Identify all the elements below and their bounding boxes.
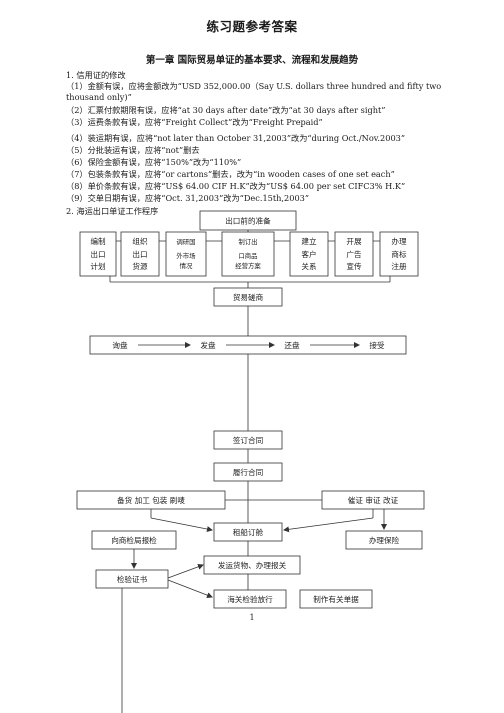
step-inquiry: 询盘 (112, 340, 128, 350)
svg-text:宣传: 宣传 (346, 261, 362, 271)
list-item: （7）包装条款有误，应将“or cartons”删去，改为“in wooden … (66, 169, 395, 179)
svg-text:调研国: 调研国 (176, 237, 195, 246)
section-flow-title: 2. 海运出口单证工作程序 (66, 206, 159, 216)
prep-box-market-research: 调研国 外市场 情况 (165, 231, 207, 277)
list-item: （1）金额有误，应将金额改为“USD 352,000.00（Say U.S. d… (66, 81, 442, 102)
insurance-label: 办理保险 (369, 535, 400, 545)
list-item: （2）汇票付款期限有误，应将“at 30 days after date”改为“… (66, 105, 386, 115)
step-offer: 发盘 (200, 340, 216, 350)
arrow (167, 563, 204, 579)
svg-text:出口: 出口 (132, 249, 147, 259)
prep-box-supply: 组织 出口 货源 (120, 231, 160, 277)
goods-prep-label: 备货 加工 包装 刷唛 (117, 495, 185, 505)
documents-box (299, 589, 373, 609)
list-item: （5）分批装运有误，应将“not”删去 (66, 145, 200, 155)
svg-text:关系: 关系 (301, 261, 317, 271)
svg-text:编制: 编制 (90, 236, 106, 246)
svg-text:计划: 计划 (90, 261, 105, 271)
lc-tasks-label: 催证 审证 改证 (348, 495, 399, 505)
svg-text:广告: 广告 (346, 249, 362, 259)
svg-text:建立: 建立 (301, 236, 317, 246)
contract-label: 签订合同 (233, 435, 263, 445)
certificate-box (95, 569, 169, 589)
shipment-label: 发运货物、办理报关 (218, 560, 287, 570)
list-item: （4）装运期有误，应将“not later than October 31,20… (66, 133, 406, 143)
prep-label: 出口前的准备 (225, 216, 271, 226)
step-counter-offer: 还盘 (284, 340, 300, 350)
prep-box-trademark: 办理 商标 注册 (379, 231, 419, 277)
perform-label: 履行合同 (233, 467, 263, 477)
svg-text:口商品: 口商品 (238, 251, 257, 260)
shipment-box (203, 555, 301, 575)
list-item: （6）保险金额有误，应将“150%”改为“110%” (66, 157, 242, 167)
insurance-box (345, 530, 423, 550)
svg-text:办理: 办理 (391, 236, 407, 246)
customs-release-box (213, 589, 287, 609)
list-item: （9）交单日期有误，应将“Oct. 31,2003”改为“Dec.15th,20… (66, 193, 310, 203)
prep-box-advertising: 开展 广告 宣传 (334, 231, 374, 277)
prep-box-client-relations: 建立 客户 关系 (289, 231, 329, 277)
svg-text:注册: 注册 (391, 261, 407, 271)
svg-text:开展: 开展 (346, 237, 362, 246)
arrow (167, 579, 213, 598)
inspection-apply-label: 向商检局报检 (111, 535, 157, 545)
svg-text:经营方案: 经营方案 (235, 261, 261, 270)
prep-box-plan: 编制 出口 计划 (79, 231, 117, 277)
documents-label: 制作有关单据 (313, 594, 359, 604)
svg-text:出口: 出口 (90, 249, 105, 259)
booking-label: 租船订舱 (233, 527, 264, 537)
svg-text:情况: 情况 (180, 261, 193, 270)
svg-text:组织: 组织 (132, 236, 148, 246)
svg-text:客户: 客户 (301, 249, 316, 259)
list-item: （3）运费条款有误，应将“Freight Collect”改为“Freight … (66, 117, 323, 127)
svg-text:商标: 商标 (391, 249, 407, 259)
list-item: （8）单价条款有误，应将“US$ 64.00 CIF H.K”改为“US$ 64… (66, 181, 406, 191)
chapter-heading: 第一章 国际贸易单证的基本要求、流程和发展趋势 (145, 55, 359, 66)
prep-box-business-plan: 制订出 口商品 经营方案 (221, 231, 275, 277)
arrow (283, 517, 374, 533)
negotiation-label: 贸易磋商 (233, 292, 264, 302)
certificate-label: 检验证书 (117, 574, 148, 584)
svg-text:制订出: 制订出 (238, 237, 257, 246)
page-title: 练习题参考答案 (206, 19, 298, 34)
step-acceptance: 接受 (369, 340, 385, 350)
customs-release-label: 海关检验放行 (227, 594, 273, 604)
section-lc-amendment: 1. 信用证的修改 (66, 70, 126, 80)
svg-text:外市场: 外市场 (176, 251, 195, 260)
page-number: 1 (249, 613, 255, 622)
arrow (150, 517, 213, 532)
svg-text:货源: 货源 (132, 261, 148, 271)
